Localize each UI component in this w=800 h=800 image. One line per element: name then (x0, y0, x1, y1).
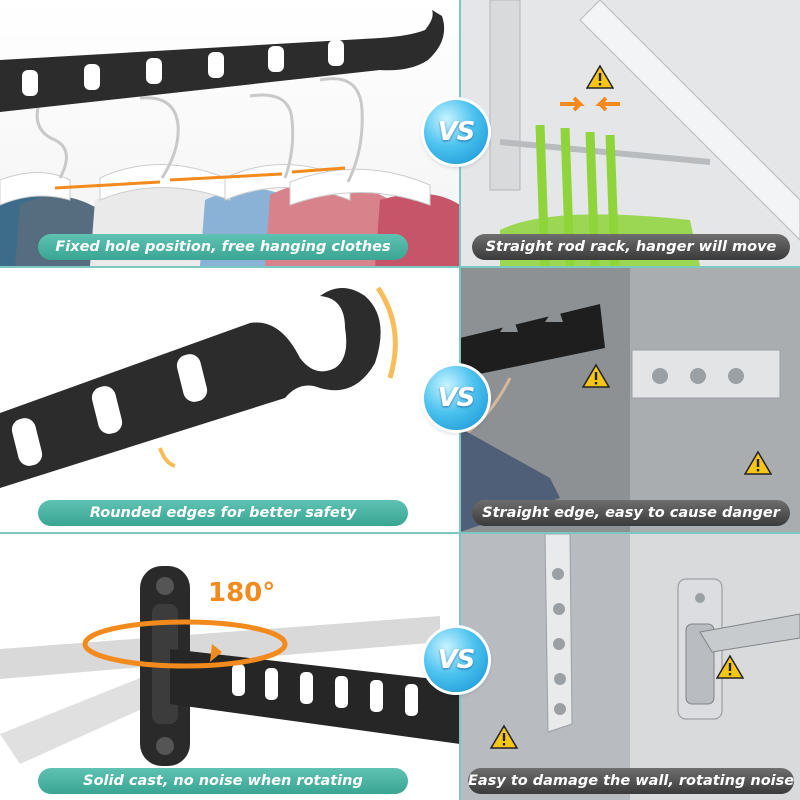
vs-badge: VS (424, 366, 488, 430)
warning-icon (586, 64, 614, 89)
caption-damage-wall: Easy to damage the wall, rotating noise (468, 768, 794, 794)
caption-rounded-edges: Rounded edges for better safety (38, 500, 408, 526)
warning-icon (490, 724, 518, 749)
panel-straight-edge: Straight edge, easy to cause danger (460, 268, 800, 532)
wall-damage-illustration (460, 534, 800, 800)
panel-damage-wall: Easy to damage the wall, rotating noise (460, 534, 800, 800)
caption-straight-edge: Straight edge, easy to cause danger (472, 500, 790, 526)
vs-badge: VS (424, 628, 488, 692)
warning-icon (582, 363, 610, 388)
panel-straight-rod: Straight rod rack, hanger will move (460, 0, 800, 266)
divider (0, 266, 800, 268)
caption-fixed-hole: Fixed hole position, free hanging clothe… (38, 234, 408, 260)
rotation-arrow-icon (82, 619, 288, 669)
panel-solid-cast: Solid cast, no noise when rotating (0, 534, 460, 800)
caption-solid-cast: Solid cast, no noise when rotating (38, 768, 408, 794)
caption-straight-rod: Straight rod rack, hanger will move (472, 234, 790, 260)
hanger-bar-illustration (0, 10, 460, 266)
divider (0, 532, 800, 534)
panel-rounded-edges: Rounded edges for better safety (0, 268, 460, 532)
rotating-bar-illustration (0, 566, 460, 766)
warning-icon (716, 654, 744, 679)
rounded-edge-illustration (0, 286, 398, 488)
straight-edge-illustration (460, 268, 800, 532)
rotation-label: 180° (208, 578, 276, 608)
warning-icon (744, 450, 772, 475)
panel-fixed-hole: Fixed hole position, free hanging clothe… (0, 0, 460, 266)
straight-rod-illustration (489, 0, 800, 266)
vs-badge: VS (424, 100, 488, 164)
